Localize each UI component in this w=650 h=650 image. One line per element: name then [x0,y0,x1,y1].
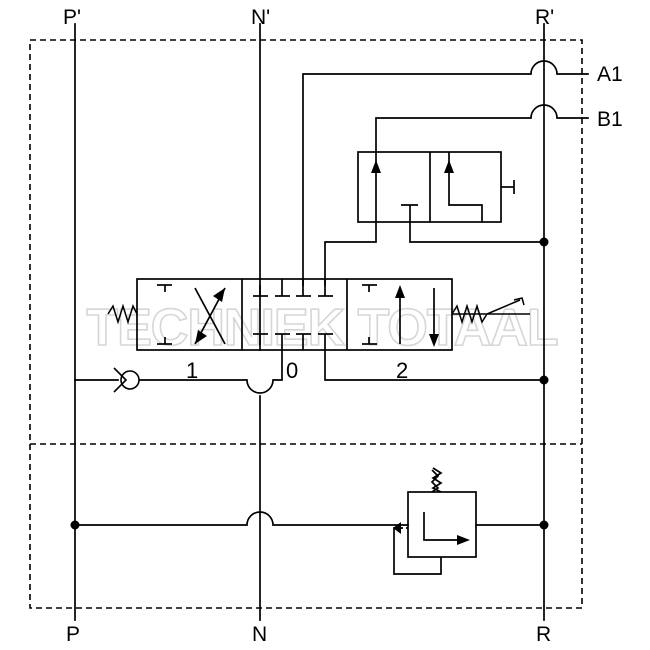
port-label-p: P [66,623,80,646]
port-label-n-prime: N' [251,6,270,29]
watermark-text: TECHNIEK TOTAAL [86,299,558,357]
flow-arrows [195,285,439,347]
pressure-relief-valve [393,467,477,575]
valve-block-enclosure [29,39,583,609]
return-feed-line [324,349,545,381]
port-label-r-prime: R' [535,6,554,29]
port-label-p-prime: P' [63,6,81,29]
pilot-return-line [409,221,545,243]
port-label-a1: A1 [597,63,623,86]
check-valve-icon [113,367,140,393]
pilot-valve [357,151,515,223]
pilot-line [324,221,377,286]
port-label-n: N [252,623,267,646]
pilot-valve-arrows [371,160,454,173]
junction-dots [70,237,549,530]
left-spring-icon [107,303,138,325]
port-label-b1: B1 [597,108,623,131]
port-label-r: R [536,623,551,646]
port-a1-line [302,60,589,286]
relief-arrow-icon [393,522,470,545]
port-b1-line [375,104,589,153]
position-label-0: 0 [286,358,298,383]
relief-supply-line [74,511,409,526]
right-spring-actuator-icon [451,297,530,325]
position-label-1: 1 [186,358,198,383]
position-label-2: 2 [396,358,408,383]
center-feed-line [139,349,283,394]
